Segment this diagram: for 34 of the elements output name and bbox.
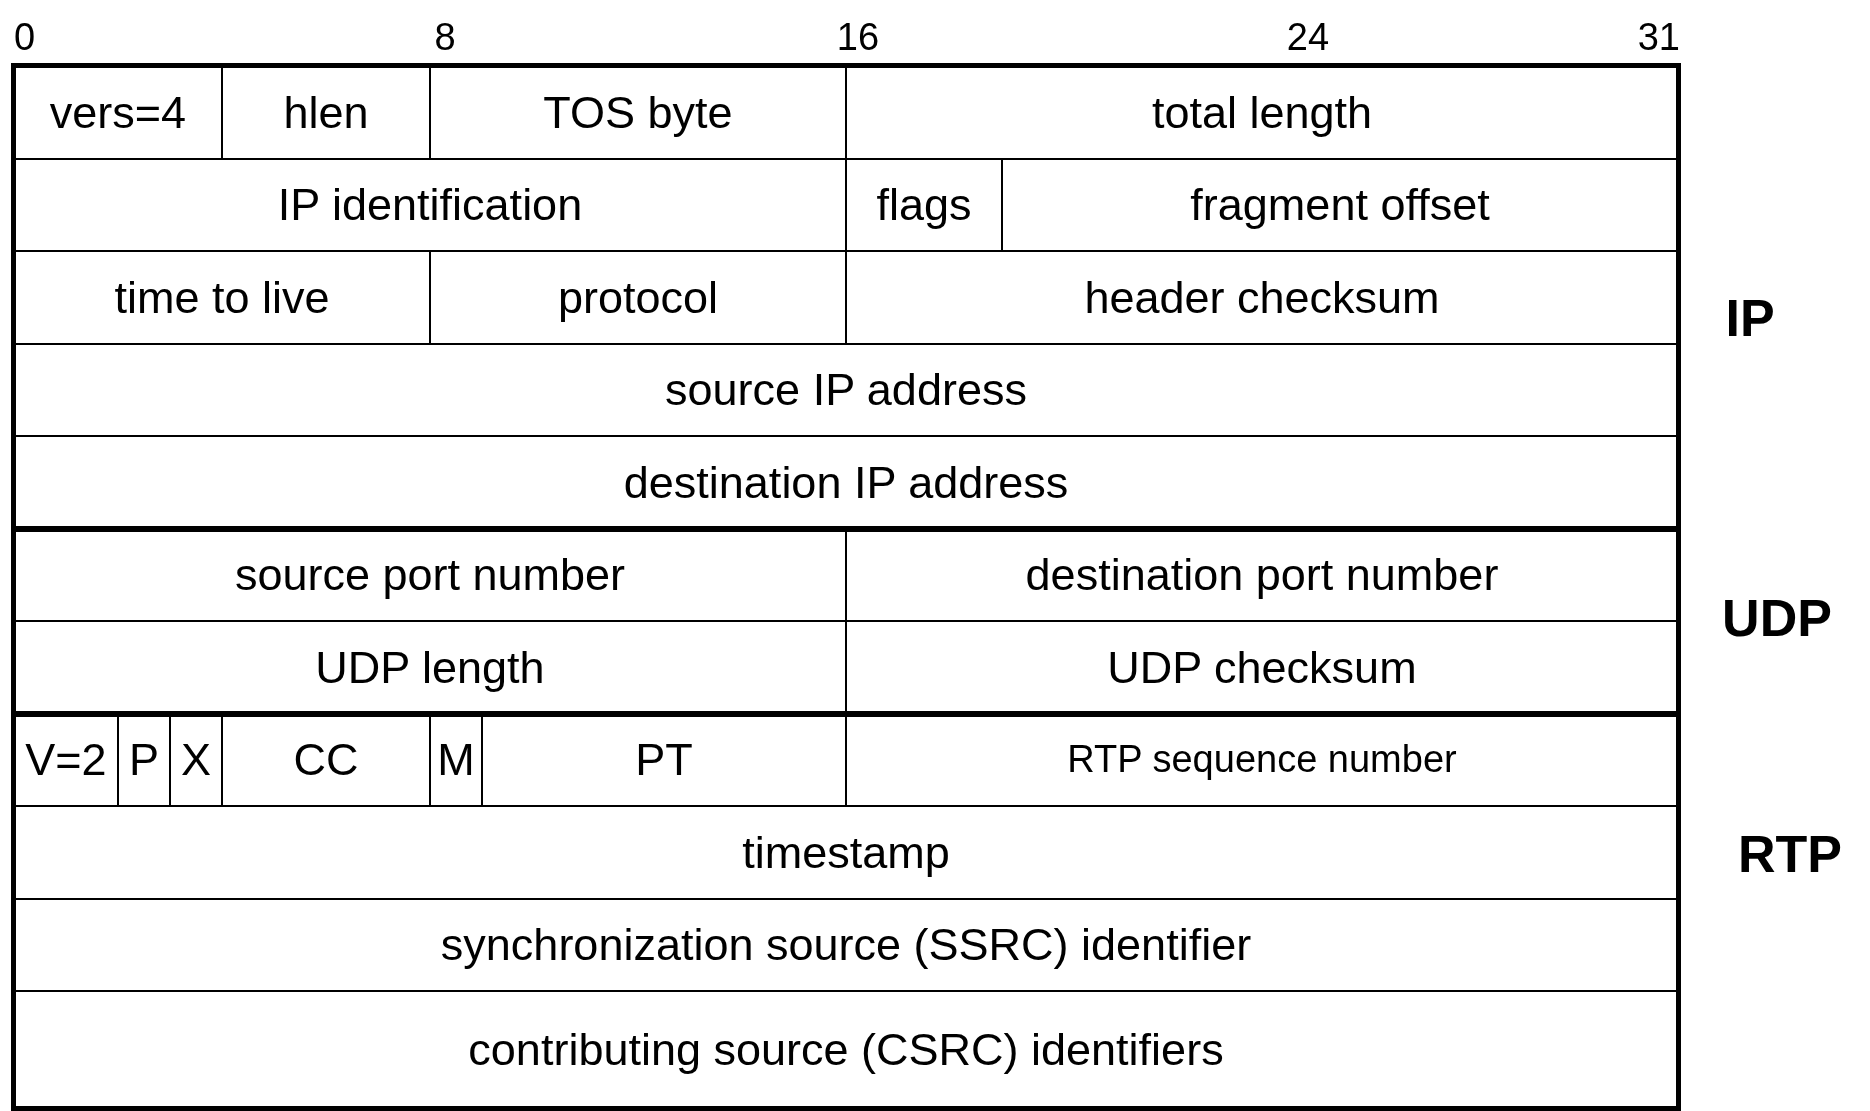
field-name: time to live (114, 272, 330, 322)
protocol-label: IP (1725, 292, 1775, 344)
field-name: header checksum (1084, 272, 1440, 322)
bit-number: 0 (14, 18, 36, 56)
field-name: UDP checksum (1107, 642, 1417, 692)
bit-number: 8 (434, 18, 456, 56)
field-name: V=2 (25, 735, 107, 785)
field-name: vers=4 (49, 87, 187, 137)
bit-number: 31 (1637, 18, 1680, 56)
field-name: IP identification (277, 180, 583, 230)
field-name: total length (1151, 87, 1373, 137)
field-name: hlen (283, 87, 369, 137)
field-name: X (181, 735, 211, 785)
field-name: timestamp (742, 827, 950, 877)
field-name: fragment offset (1190, 180, 1490, 230)
field-name: contributing source (CSRC) identifiers (468, 1024, 1224, 1075)
field-name: PT (635, 735, 693, 785)
field-name: TOS byte (543, 87, 733, 137)
field-name: synchronization source (SSRC) identifier (440, 920, 1252, 970)
field-name: flags (876, 180, 972, 230)
field-name: source IP address (665, 365, 1027, 415)
field-name: source port number (234, 550, 626, 600)
protocol-label: UDP (1722, 592, 1832, 644)
bit-number: 16 (836, 18, 880, 56)
protocol-label: RTP (1738, 828, 1842, 880)
field-name: destination IP address (623, 457, 1069, 507)
field-name: RTP sequence number (1067, 738, 1457, 781)
field-name: CC (293, 735, 359, 785)
field-name: UDP length (315, 642, 545, 692)
field-name: P (129, 735, 159, 785)
field-name: destination port number (1025, 550, 1499, 600)
field-name: M (437, 735, 475, 785)
bit-number: 24 (1286, 18, 1330, 56)
field-name: protocol (557, 272, 719, 322)
